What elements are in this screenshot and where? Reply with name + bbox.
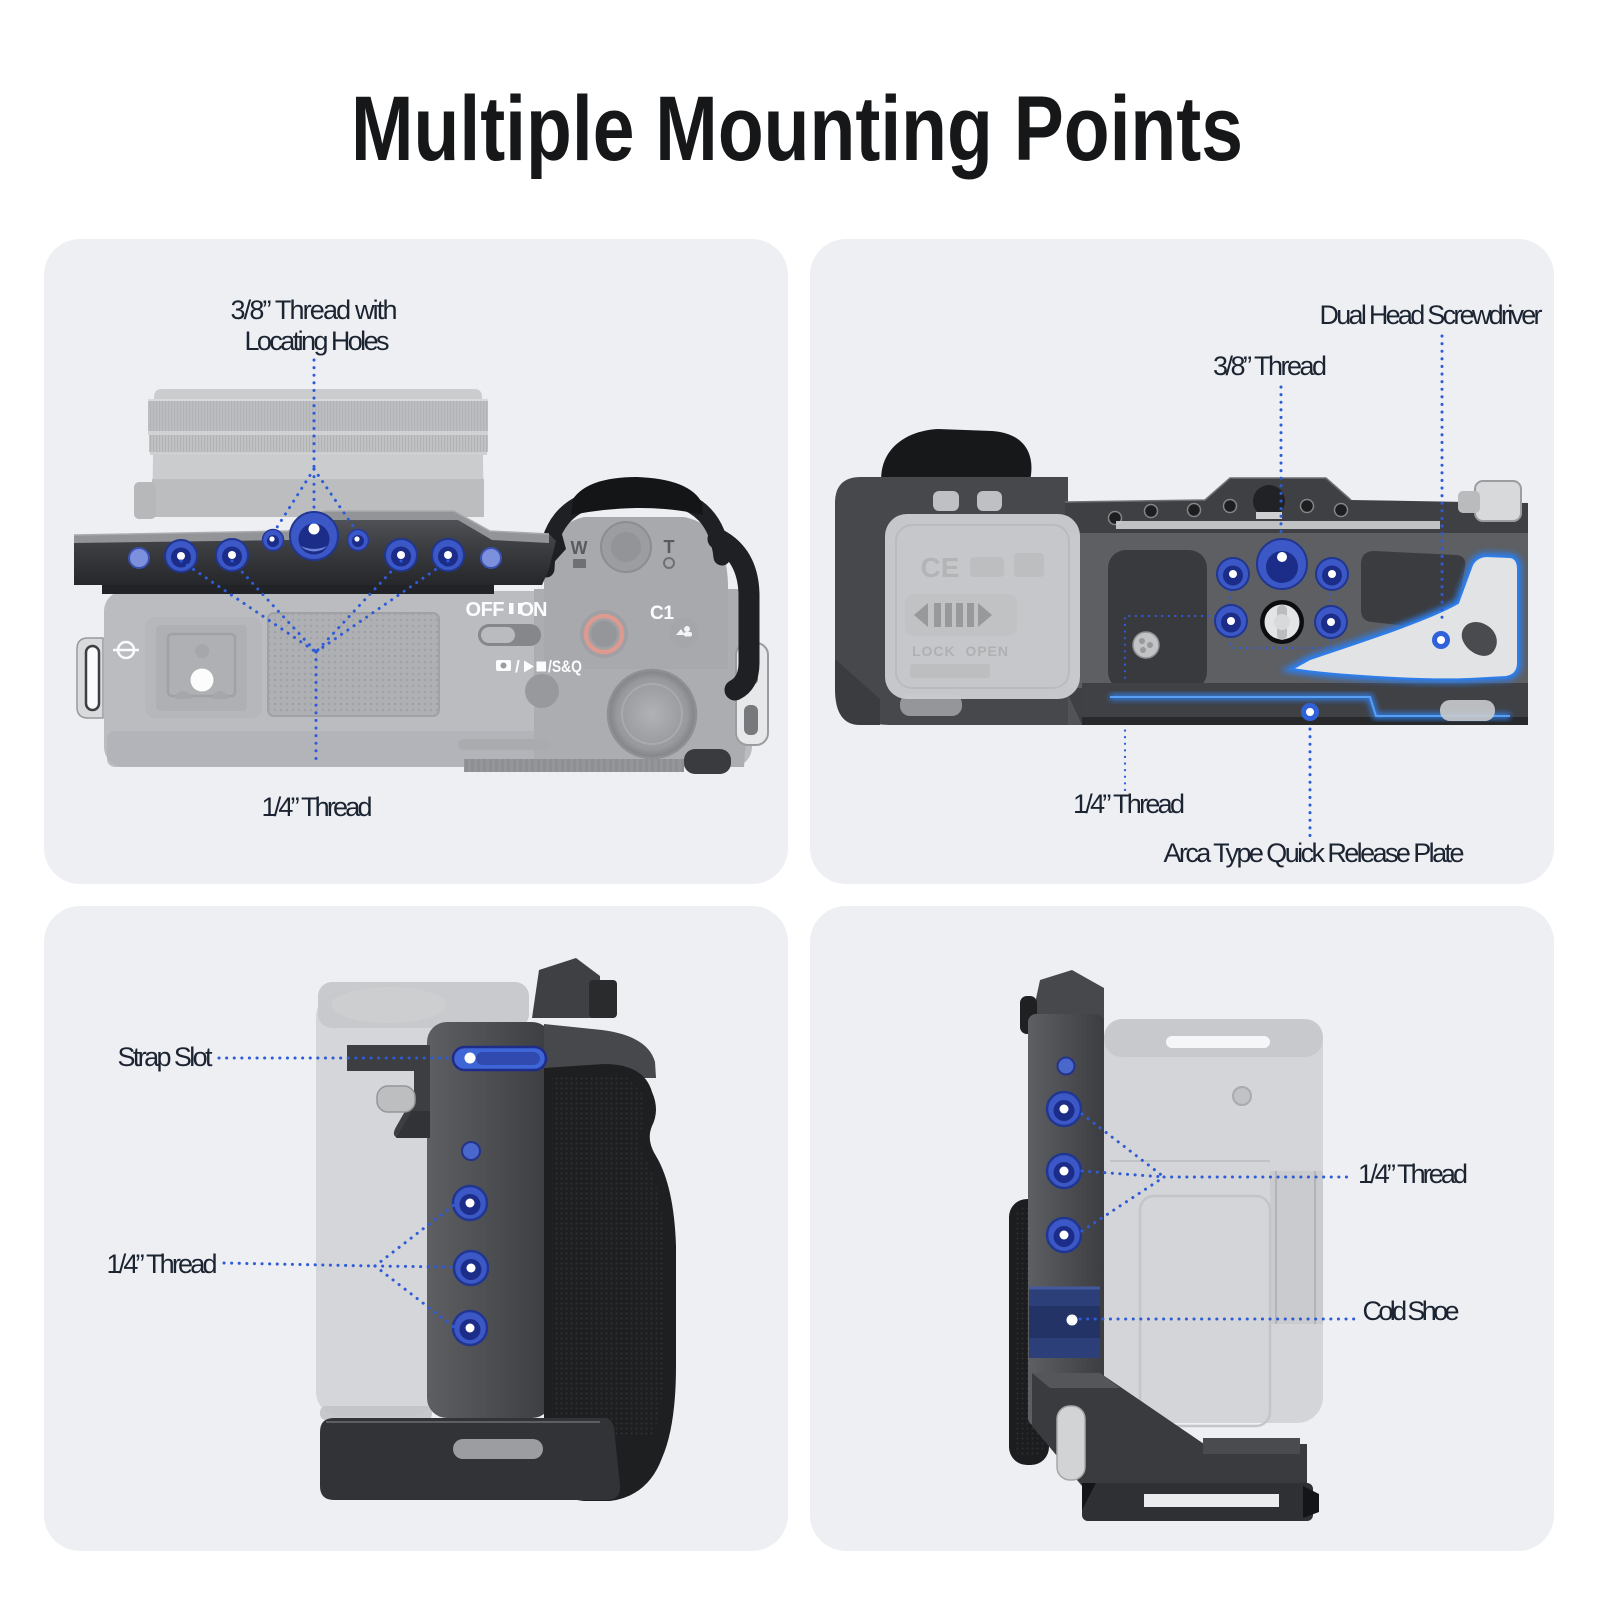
svg-text:Strap Slot: Strap Slot [118,1042,213,1072]
svg-text:OFF: OFF [466,599,505,621]
svg-text:3/8” Thread: 3/8” Thread [1213,351,1327,381]
svg-text:/: / [515,657,520,676]
svg-text:/S&Q: /S&Q [548,657,582,676]
svg-text:Multiple Mounting Points: Multiple Mounting Points [351,78,1243,180]
svg-text:1/4” Thread: 1/4” Thread [1358,1159,1468,1189]
svg-text:T: T [664,537,675,557]
svg-text:Locating Holes: Locating Holes [245,326,390,356]
svg-text:Arca Type Quick Release Plate: Arca Type Quick Release Plate [1164,838,1465,868]
svg-text:Cold Shoe: Cold Shoe [1363,1296,1460,1326]
svg-text:1/4” Thread: 1/4” Thread [107,1249,218,1279]
svg-text:LOCK OPEN: LOCK OPEN [912,643,1008,659]
svg-text:1/4” Thread: 1/4” Thread [262,792,373,822]
svg-text:ON: ON [519,599,548,621]
svg-text:1/4” Thread: 1/4” Thread [1073,789,1185,819]
svg-text:3/8” Thread with: 3/8” Thread with [231,295,398,325]
svg-text:W: W [571,538,588,558]
svg-text:CE: CE [921,552,960,583]
svg-text:Dual Head Screwdriver: Dual Head Screwdriver [1320,300,1543,330]
svg-text:C1: C1 [650,603,674,624]
